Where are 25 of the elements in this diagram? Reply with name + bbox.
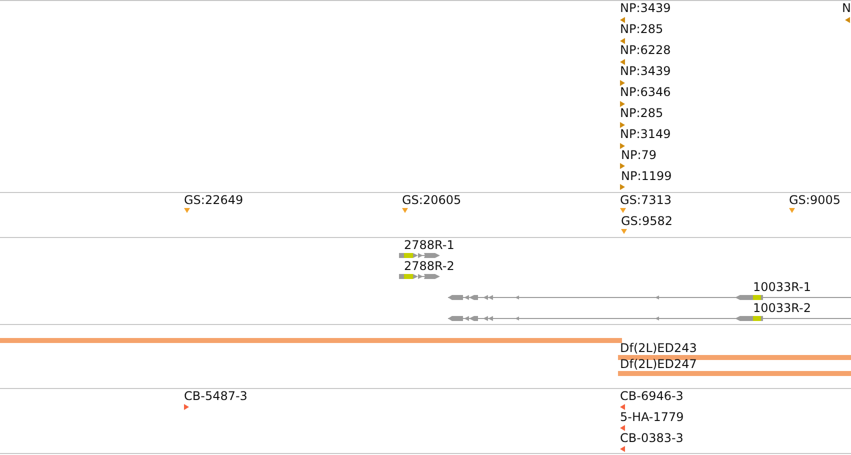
feature-label: N	[842, 3, 851, 14]
feature-label: NP:285	[620, 24, 664, 36]
feature-label: CB-6946-3	[620, 390, 684, 402]
feature-label: Df(2L)ED247	[620, 358, 697, 370]
feature-label: NP:3439	[620, 66, 671, 78]
feature-label: 10033R-1	[753, 282, 811, 294]
feature-label: 2788R-1	[404, 240, 454, 251]
feature-label: NP:285	[620, 108, 664, 119]
feature-label: NP:6346	[620, 87, 671, 98]
feature-label: NP:3149	[620, 128, 671, 140]
feature-label: NP:79	[621, 150, 657, 161]
feature-label: NP:6228	[620, 45, 671, 56]
feature-label: 10033R-2	[753, 303, 811, 314]
feature-label: NP:1199	[621, 170, 672, 182]
feature-label: CB-5487-3	[184, 390, 248, 402]
feature-label: CB-0383-3	[620, 432, 684, 444]
feature-label: GS:20605	[402, 194, 462, 206]
feature-label: 5-HA-1779	[620, 412, 684, 423]
feature-label: 2788R-2	[404, 261, 454, 272]
feature-label: GS:7313	[620, 194, 672, 206]
feature-label: GS:9582	[621, 216, 672, 228]
feature-label: GS:22649	[184, 194, 244, 206]
feature-label: NP:3439	[620, 3, 671, 14]
feature-label: GS:9005	[789, 194, 840, 206]
feature-label: Df(2L)ED243	[620, 342, 697, 354]
